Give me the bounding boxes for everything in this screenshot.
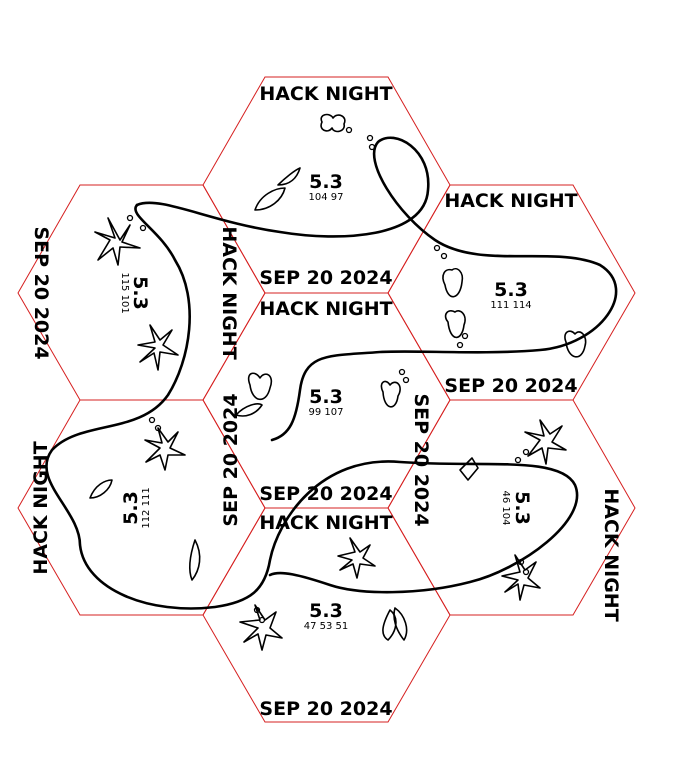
tile-numbers: 104 97	[309, 192, 344, 203]
tile-version: 5.3	[494, 279, 528, 301]
leaf-top-left-icon	[254, 167, 301, 211]
tile-version: 5.3	[129, 276, 151, 310]
tile-title: HACK NIGHT	[444, 190, 577, 212]
tile-title: HACK NIGHT	[259, 298, 392, 320]
tile-date: SEP 20 2024	[259, 267, 392, 289]
hex-outlines	[17, 76, 636, 723]
leaf-upper-left-star-icon	[94, 217, 141, 266]
tile-top: HACK NIGHT 5.3 104 97 SEP 20 2024	[259, 83, 392, 289]
tile-bottom: HACK NIGHT 5.3 47 53 51 SEP 20 2024	[259, 512, 392, 720]
tile-version: 5.3	[511, 491, 533, 525]
tile-numbers: 115 101	[119, 272, 130, 313]
tile-date: SEP 20 2024	[220, 393, 242, 526]
tile-title: HACK NIGHT	[30, 441, 52, 574]
tile-numbers: 99 107	[309, 407, 344, 418]
tile-date: SEP 20 2024	[30, 226, 52, 359]
tile-numbers: 46 104	[500, 491, 511, 526]
tile-version: 5.3	[309, 386, 343, 408]
tulip-center-icon	[235, 372, 401, 417]
hex-bottom	[202, 507, 451, 723]
tile-center: HACK NIGHT 5.3 99 107 SEP 20 2024	[259, 298, 392, 505]
tile-date: SEP 20 2024	[410, 393, 432, 526]
tile-date: SEP 20 2024	[444, 375, 577, 397]
tulip-upper-right-icon	[442, 267, 587, 358]
tile-title: HACK NIGHT	[218, 226, 240, 359]
tile-title: HACK NIGHT	[600, 488, 622, 621]
tile-version: 5.3	[309, 171, 343, 193]
tile-numbers: 47 53 51	[304, 621, 349, 632]
tile-numbers: 111 114	[490, 300, 531, 311]
leaf-lower-left-icon	[89, 427, 201, 581]
tile-title: HACK NIGHT	[259, 512, 392, 534]
tile-date: SEP 20 2024	[259, 698, 392, 720]
leaf-bottom-icon	[239, 537, 408, 651]
flower-top-icon	[320, 113, 346, 133]
vine-drawing	[45, 113, 618, 651]
tile-upper-left: HACK NIGHT 5.3 115 101 SEP 20 2024	[30, 226, 240, 359]
leaf-lower-right-icon	[459, 419, 567, 601]
tile-numbers: 112 111	[141, 487, 152, 528]
tile-lower-right: HACK NIGHT 5.3 46 104 SEP 20 2024	[410, 393, 622, 621]
tile-version: 5.3	[120, 491, 142, 525]
tile-title: HACK NIGHT	[259, 83, 392, 105]
leaf-upper-left-lower-icon	[137, 324, 179, 371]
vine-left-loop	[45, 203, 579, 610]
tile-date: SEP 20 2024	[259, 483, 392, 505]
vine-main-line	[135, 136, 618, 442]
tile-upper-right: HACK NIGHT 5.3 111 114 SEP 20 2024	[444, 190, 577, 397]
tile-lower-left: HACK NIGHT 5.3 112 111 SEP 20 2024	[30, 393, 242, 574]
tile-version: 5.3	[309, 600, 343, 622]
